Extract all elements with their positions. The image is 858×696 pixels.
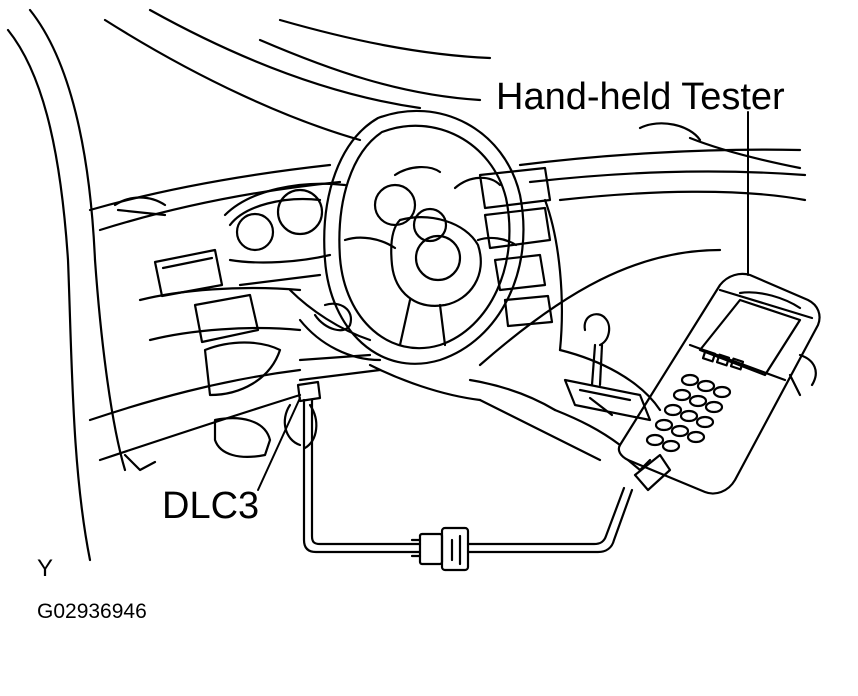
steering-column (288, 288, 382, 382)
callout-leader-lines (257, 111, 749, 491)
dlc3-connector (283, 380, 322, 450)
view-marker-label: Y (37, 555, 54, 582)
left-vents (88, 248, 302, 472)
dlc3-label: DLC3 (162, 485, 260, 527)
dashboard-top (88, 122, 807, 232)
tester-keypad (645, 373, 732, 453)
a-pillar-frame (6, 8, 492, 562)
hand-held-tester-device (617, 272, 821, 495)
shift-lever (563, 313, 652, 422)
instrument-cluster (223, 182, 448, 287)
figure-id-label: G02936946 (37, 600, 147, 623)
steering-wheel (323, 109, 525, 365)
center-console (368, 166, 722, 462)
hand-held-tester-label: Hand-held Tester (496, 76, 785, 118)
tester-cable (302, 398, 634, 572)
